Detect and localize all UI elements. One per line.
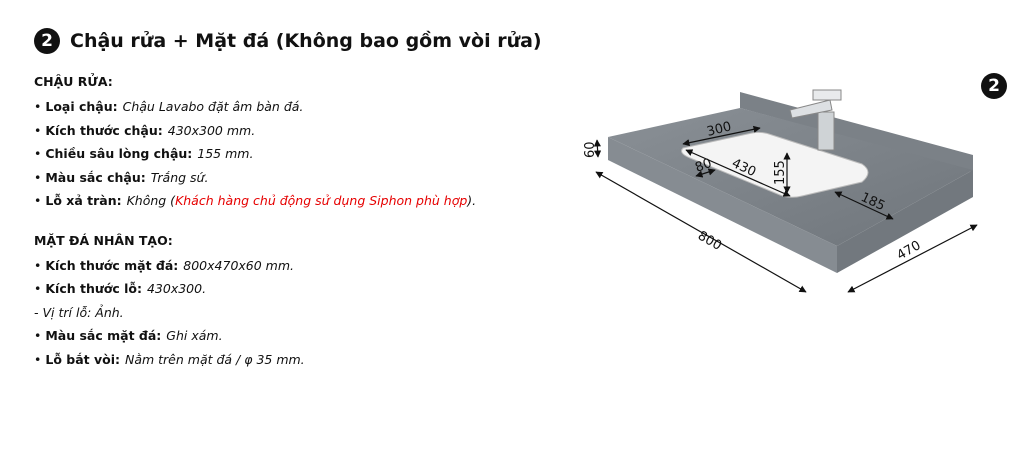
spec-item: • Kích thước chậu: 430x300 mm. xyxy=(34,122,256,138)
spec-item: • Loại chậu: Chậu Lavabo đặt âm bàn đá. xyxy=(34,99,304,114)
dim-300: 300 xyxy=(705,119,733,140)
spec-item: • Lỗ xả tràn: Không (Khách hàng chủ động… xyxy=(34,193,477,208)
section-title-text: Chậu rửa + Mặt đá (Không bao gồm vòi rửa… xyxy=(70,30,542,52)
overflow-note: Khách hàng chủ động sử dụng Siphon phù h… xyxy=(175,193,468,208)
faucet-icon xyxy=(789,89,842,151)
spec-item: • Màu sắc mặt đá: Ghi xám. xyxy=(34,328,223,343)
spec-item: - Vị trí lỗ: Ảnh. xyxy=(34,304,124,320)
spec-item: • Lỗ bắt vòi: Nằm trên mặt đá / φ 35 mm. xyxy=(34,351,305,367)
dim-155: 155 xyxy=(773,160,788,185)
dim-80: 80 xyxy=(693,156,714,176)
dim-800: 800 xyxy=(695,228,724,253)
section-number-badge: 2 xyxy=(34,28,60,54)
spec-item: • Màu sắc chậu: Trắng sứ. xyxy=(34,169,209,185)
dim-60: 60 xyxy=(583,141,598,158)
stone-heading: MẶT ĐÁ NHÂN TẠO: xyxy=(34,232,173,248)
spec-list: CHẬU RỬA: • Loại chậu: Chậu Lavabo đặt â… xyxy=(34,74,476,371)
image-number-badge: 2 xyxy=(981,73,1007,99)
sink-heading: CHẬU RỬA: xyxy=(34,74,113,89)
spec-item: • Chiều sâu lòng chậu: 155 mm. xyxy=(34,146,254,161)
spec-item: • Kích thước mặt đá: 800x470x60 mm. xyxy=(34,257,294,273)
section-title: 2 Chậu rửa + Mặt đá (Không bao gồm vòi r… xyxy=(34,28,542,54)
spec-item: • Kích thước lỗ: 430x300. xyxy=(34,281,207,296)
